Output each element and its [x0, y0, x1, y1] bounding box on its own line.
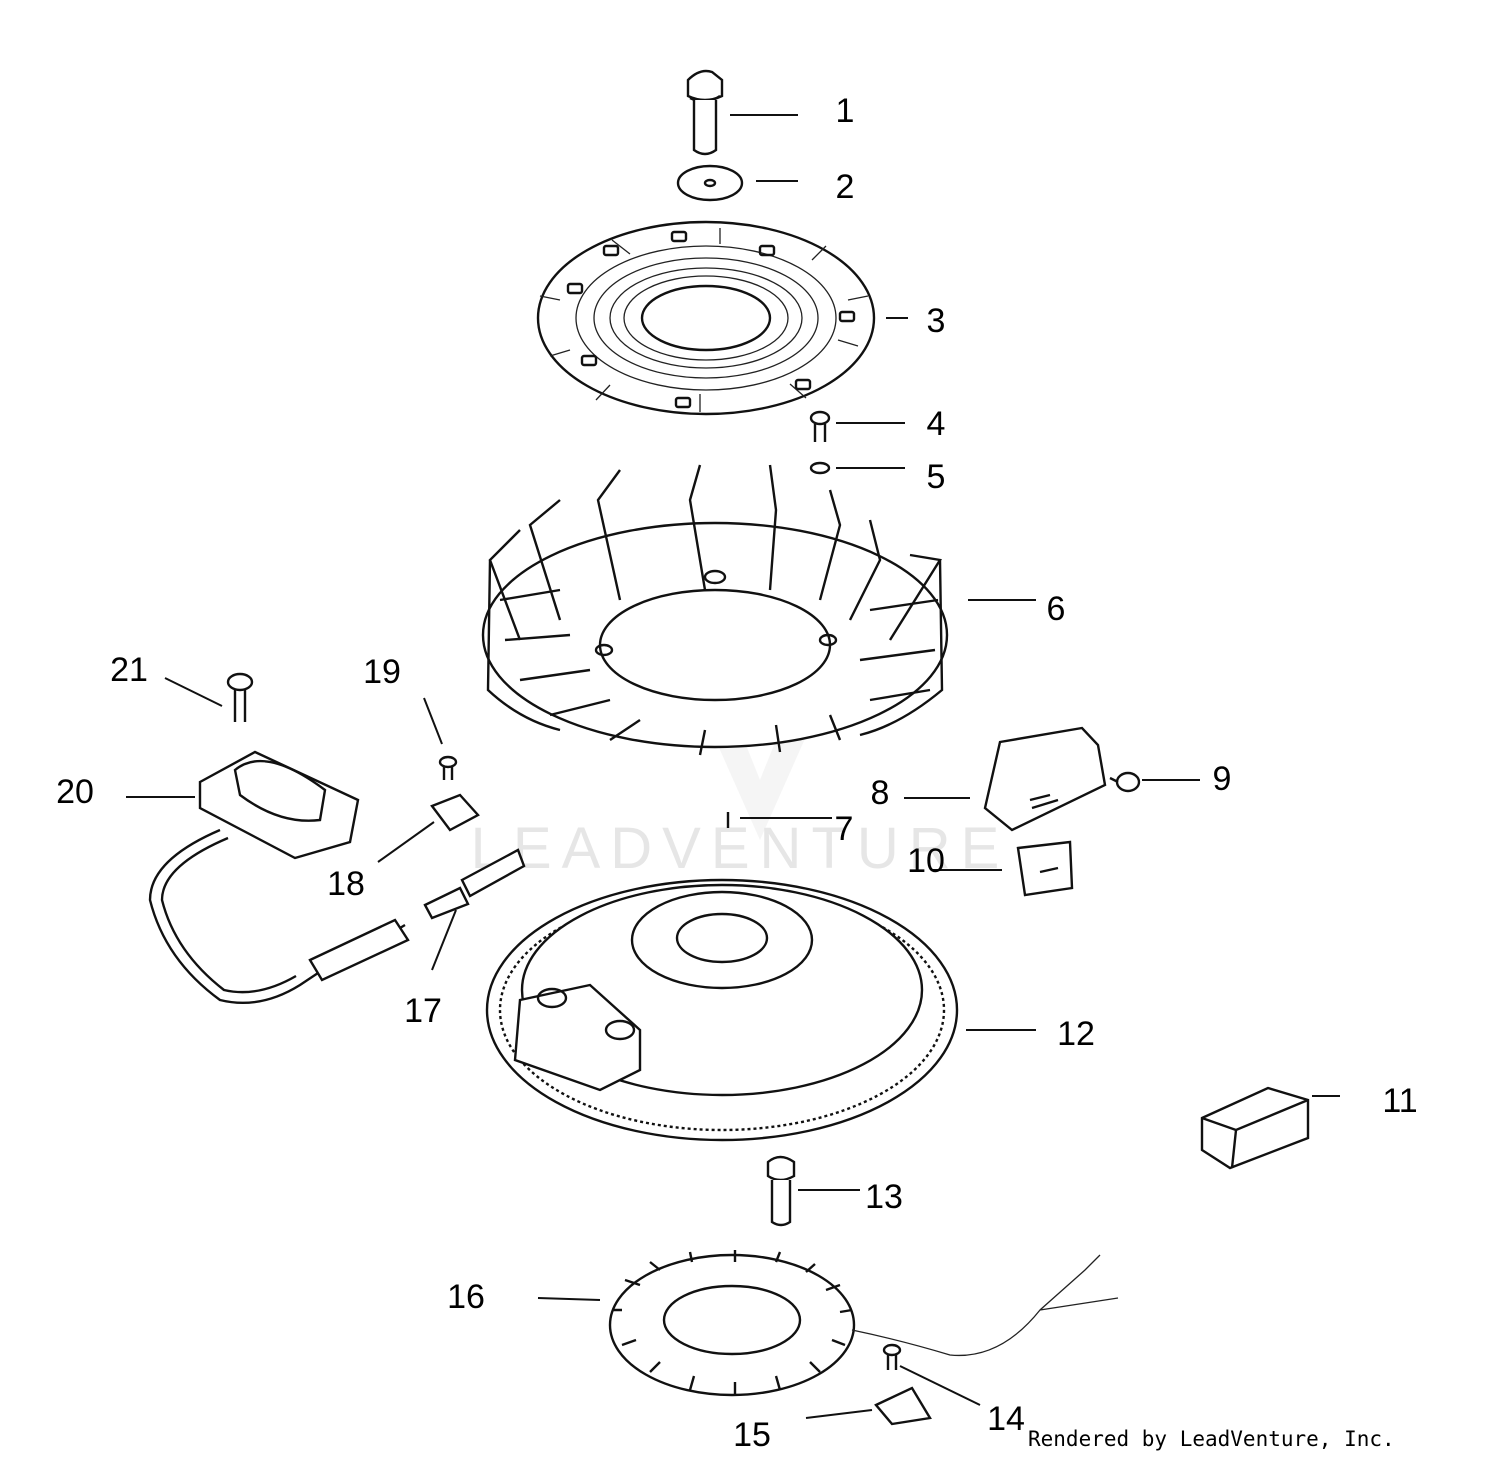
- callout-17: 17: [404, 992, 442, 1030]
- part-clamp-15: [874, 1386, 932, 1426]
- part-stator-16: [608, 1250, 1119, 1397]
- callout-labels: 1 2 3 4 5 6 7 8 9 10 11 12 13 14 15 16 1…: [56, 92, 1418, 1454]
- callout-11: 11: [1382, 1082, 1417, 1120]
- part-washer-5: [809, 461, 831, 475]
- part-ignition-module-20: [148, 750, 410, 1005]
- part-screw-9: [1109, 771, 1141, 793]
- part-screw-21: [226, 672, 254, 722]
- leader-lines: [126, 114, 1340, 1419]
- callout-13: 13: [865, 1178, 903, 1216]
- part-screw-4: [809, 410, 831, 442]
- part-screw-19: [438, 755, 458, 780]
- callout-12: 12: [1057, 1015, 1095, 1053]
- callout-9: 9: [1213, 760, 1232, 798]
- callout-2: 2: [836, 168, 855, 206]
- callout-3: 3: [927, 302, 946, 340]
- part-clip-10: [1016, 840, 1074, 897]
- part-plate-3: [536, 220, 876, 416]
- part-module-11: [1200, 1086, 1310, 1170]
- callout-20: 20: [56, 773, 94, 811]
- callout-4: 4: [927, 405, 946, 443]
- watermark-text: LEADVENTURE: [471, 816, 1010, 881]
- part-screw-14: [882, 1343, 902, 1370]
- part-clip-18: [430, 793, 480, 832]
- part-bolt-13: [766, 1155, 796, 1227]
- part-washer-2: [676, 164, 744, 202]
- part-bolt-1: [686, 69, 724, 156]
- callout-15: 15: [733, 1416, 771, 1454]
- callout-21: 21: [110, 651, 148, 689]
- callout-5: 5: [927, 458, 946, 496]
- callout-19: 19: [363, 653, 401, 691]
- part-terminal-17: [423, 848, 526, 920]
- callout-16: 16: [447, 1278, 485, 1316]
- callout-6: 6: [1047, 590, 1066, 628]
- callout-10: 10: [907, 842, 945, 880]
- callout-1: 1: [836, 92, 855, 130]
- callout-8: 8: [871, 774, 890, 812]
- render-credit: Rendered by LeadVenture, Inc.: [1028, 1427, 1395, 1451]
- part-fan-6: [481, 464, 949, 756]
- callout-14: 14: [987, 1400, 1025, 1438]
- part-rectifier-8: [983, 726, 1107, 832]
- callout-7: 7: [835, 810, 854, 848]
- callout-18: 18: [327, 865, 365, 903]
- part-flywheel-12: [485, 878, 959, 1142]
